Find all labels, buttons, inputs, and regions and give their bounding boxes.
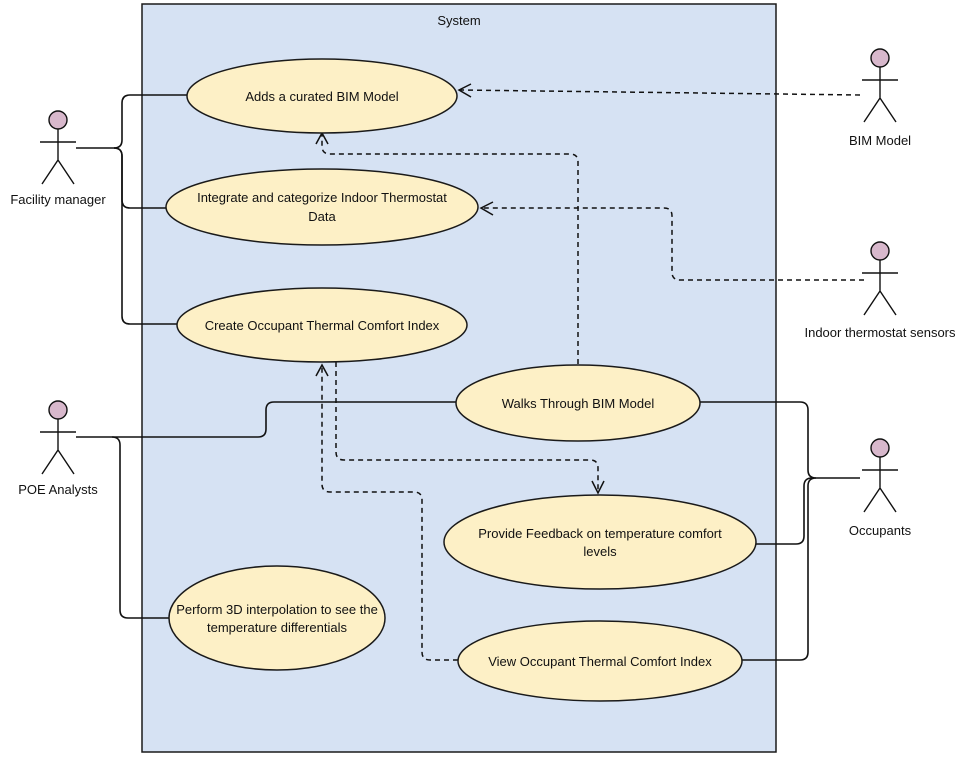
use-case-label: Adds a curated BIM Model (245, 89, 398, 104)
link-poe-walk-bim (76, 401, 458, 438)
stick-figure-icon (862, 67, 898, 123)
link-occupants-feedback (756, 477, 813, 545)
dep-bim-model-to-add-bim (459, 89, 861, 96)
dep-walk-bim-to-add-bim (321, 134, 579, 364)
actor-poe-analysts[interactable]: POE Analysts (18, 400, 98, 497)
use-case-label: Provide Feedback on temperature comfort (478, 526, 722, 541)
stick-figure-icon (862, 260, 898, 316)
link-facility-manager-create-index (113, 147, 180, 325)
actor-bim-model[interactable]: BIM Model (849, 48, 911, 148)
dep-feedback-arrowhead (591, 480, 605, 495)
link-poe-interpolation (111, 436, 170, 619)
use-case-provide-feedback[interactable]: Provide Feedback on temperature comfort … (443, 494, 757, 590)
actor-label: Facility manager (10, 192, 106, 207)
actor-head-icon (48, 110, 68, 130)
use-case-integrate-thermostat-data[interactable]: Integrate and categorize Indoor Thermost… (165, 168, 479, 246)
actor-facility-manager[interactable]: Facility manager (10, 110, 106, 207)
link-facility-manager-add-bim (76, 94, 188, 149)
stick-figure-icon (862, 457, 898, 513)
use-case-label: Integrate and categorize Indoor Thermost… (197, 190, 447, 205)
dep-create-index-to-feedback (335, 362, 599, 492)
use-case-create-comfort-index[interactable]: Create Occupant Thermal Comfort Index (176, 287, 468, 363)
stick-figure-icon (40, 129, 76, 185)
actor-label: BIM Model (849, 133, 911, 148)
dep-thermostat-to-integrate (482, 207, 864, 281)
actor-head-icon (870, 241, 890, 261)
dep-bim-arrowhead (457, 83, 472, 98)
system-title: System (437, 13, 480, 28)
use-case-label: Create Occupant Thermal Comfort Index (205, 318, 440, 333)
dep-thermostat-arrowhead (479, 201, 494, 216)
use-case-view-comfort-index[interactable]: View Occupant Thermal Comfort Index (457, 620, 743, 702)
actor-label: Occupants (849, 523, 912, 538)
actor-head-icon (870, 438, 890, 458)
use-case-label: Data (308, 209, 336, 224)
use-case-label: Walks Through BIM Model (502, 396, 655, 411)
actor-head-icon (870, 48, 890, 68)
actor-occupants[interactable]: Occupants (849, 438, 912, 538)
actor-indoor-thermostat-sensors[interactable]: Indoor thermostat sensors (804, 241, 956, 340)
stick-figure-icon (40, 419, 76, 475)
use-case-add-bim[interactable]: Adds a curated BIM Model (186, 58, 458, 134)
link-occupants-walk-bim (700, 401, 860, 479)
actor-label: POE Analysts (18, 482, 98, 497)
link-occupants-view-index (742, 477, 817, 661)
use-case-walk-bim[interactable]: Walks Through BIM Model (455, 364, 701, 442)
use-case-label: temperature differentials (207, 620, 347, 635)
use-case-label: levels (583, 544, 617, 559)
use-case-label: Perform 3D interpolation to see the (176, 602, 378, 617)
actor-head-icon (48, 400, 68, 420)
actor-label: Indoor thermostat sensors (804, 325, 956, 340)
dep-view-index-arrowhead (315, 363, 329, 377)
use-case-label: View Occupant Thermal Comfort Index (488, 654, 712, 669)
dep-view-index-to-create-index (321, 366, 458, 661)
use-case-3d-interpolation[interactable]: Perform 3D interpolation to see the temp… (168, 565, 386, 671)
